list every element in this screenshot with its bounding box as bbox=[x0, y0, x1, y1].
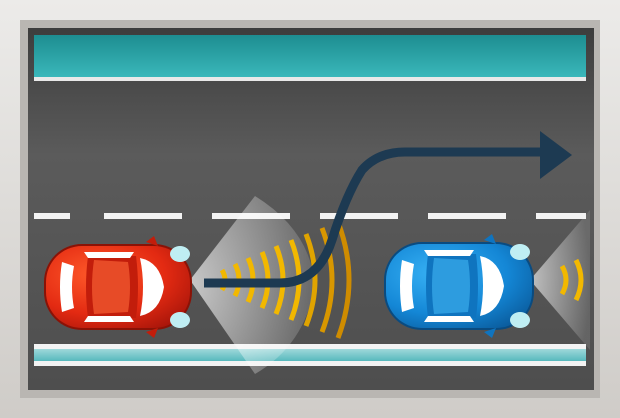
bottom-edge-line-2 bbox=[34, 361, 586, 366]
blue-car-icon bbox=[384, 234, 534, 338]
top-median-edge bbox=[34, 77, 586, 81]
bottom-edge-line-1 bbox=[34, 344, 586, 349]
road-surface bbox=[28, 28, 594, 390]
bottom-median bbox=[34, 349, 586, 361]
red-car-icon bbox=[44, 236, 192, 338]
top-median bbox=[34, 35, 586, 77]
